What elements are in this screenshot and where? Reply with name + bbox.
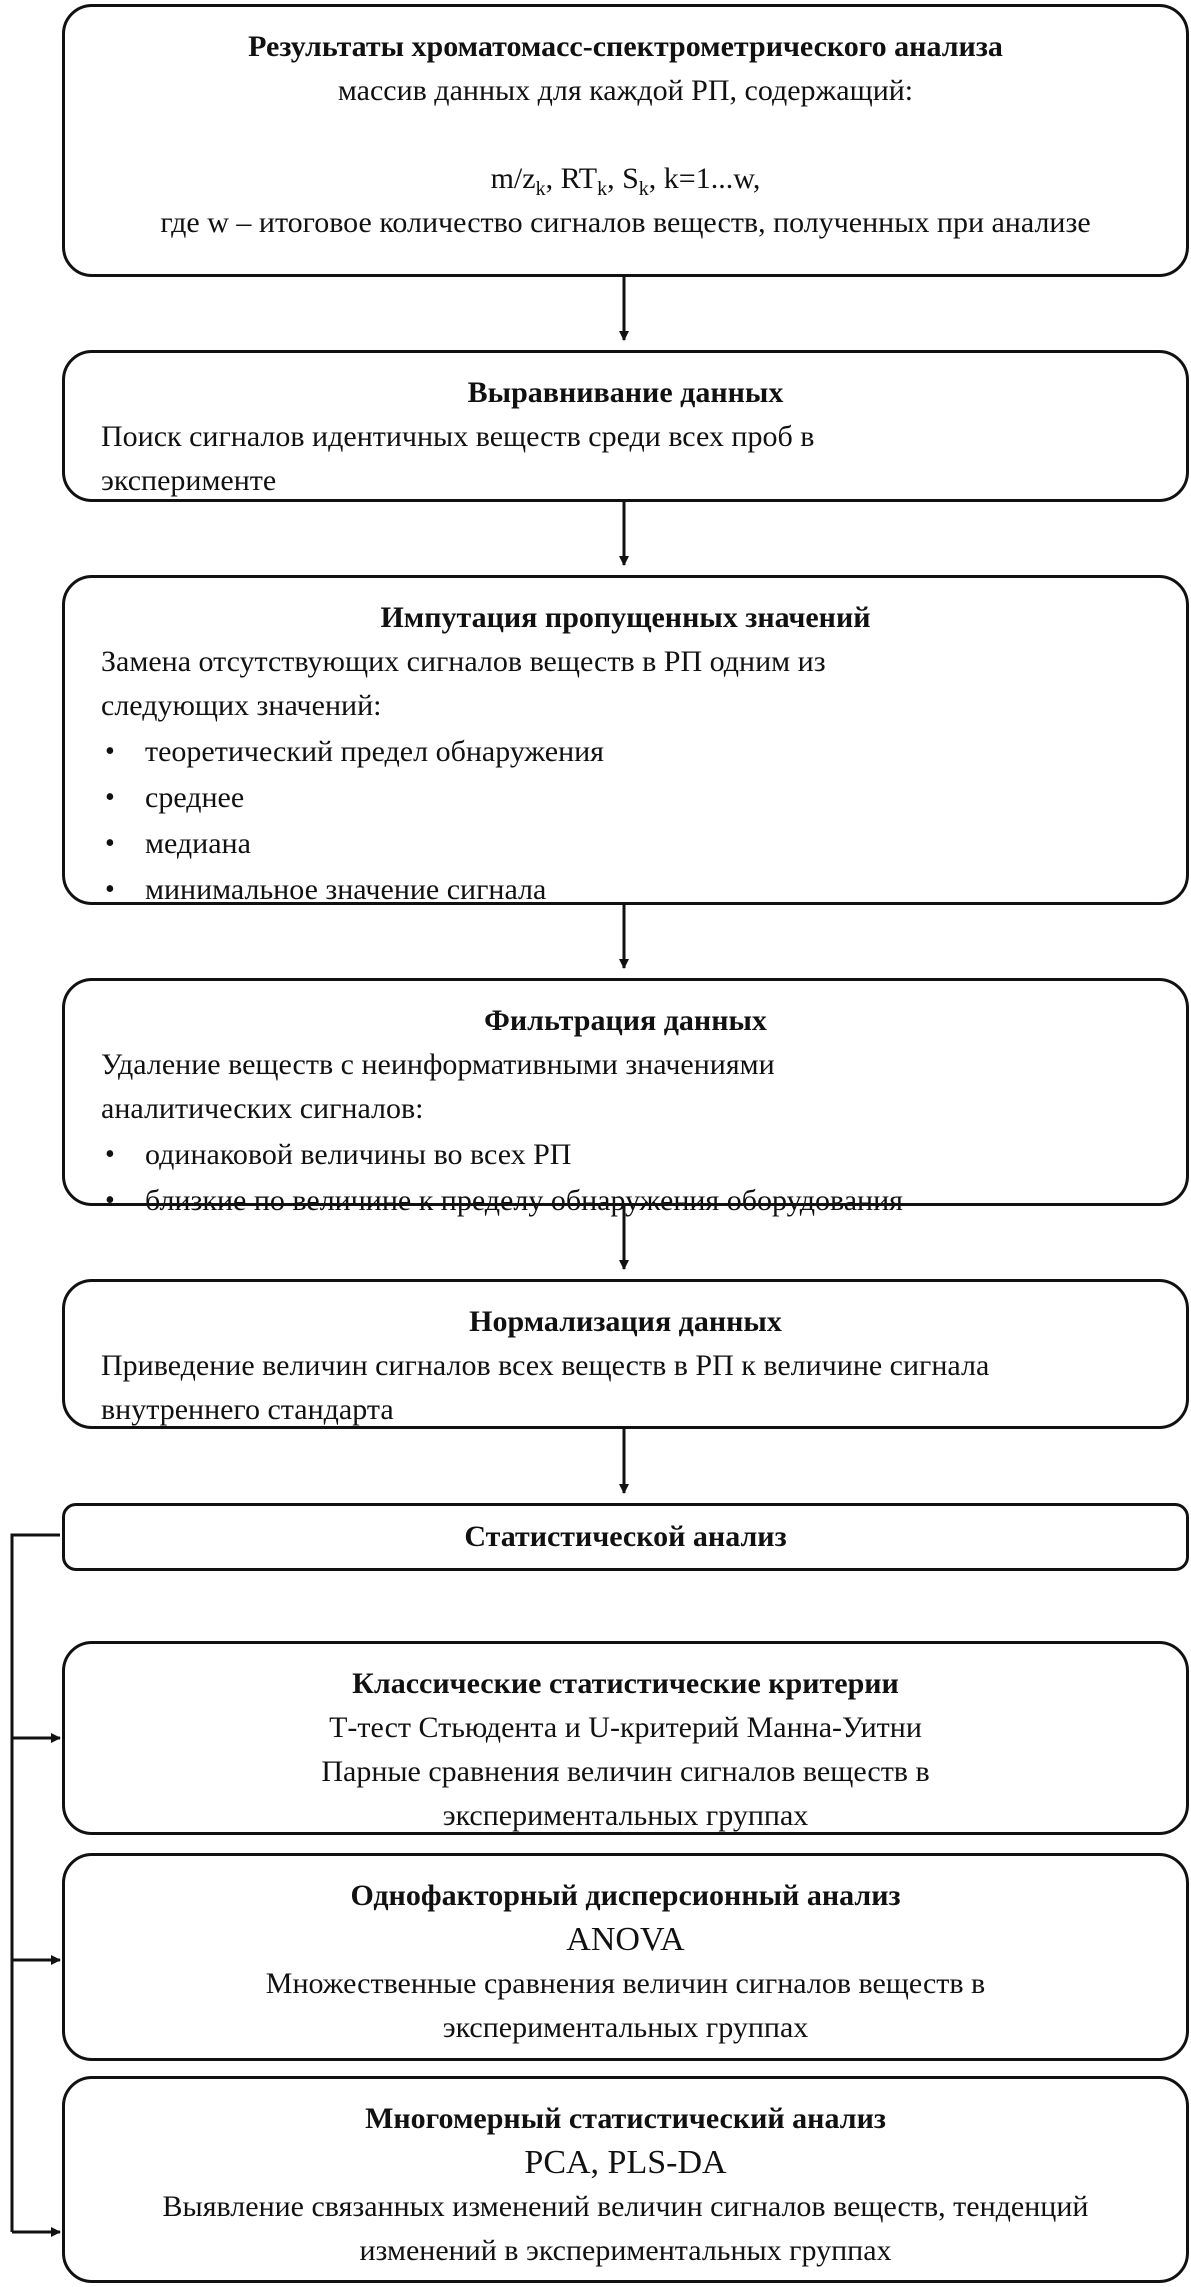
filtering-item: близкие по величине к пределу обнаружени… [101, 1179, 1150, 1223]
multivariate-box: Многомерный статистический анализ PCA, P… [62, 2076, 1189, 2283]
imputation-box: Импутация пропущенных значений Замена от… [62, 575, 1189, 912]
imputation-item: минимальное значение сигнала [101, 868, 1150, 912]
filtering-title: Фильтрация данных [484, 1004, 767, 1037]
anova-title: Однофакторный дисперсионный анализ [350, 1879, 901, 1912]
anova-box: Однофакторный дисперсионный анализ ANOVA… [62, 1853, 1189, 2061]
imputation-list: теоретический предел обнаружения среднее… [101, 730, 1150, 912]
results-title: Результаты хроматомасс-спектрометрическо… [248, 30, 1003, 63]
normalization-text: Приведение величин сигналов всех веществ… [101, 1349, 990, 1426]
classic-box: Классические статистические критерии Т-т… [62, 1641, 1189, 1835]
filtering-text: Удаление веществ с неинформативными знач… [101, 1048, 775, 1125]
filtering-item: одинаковой величины во всех РП [101, 1133, 1150, 1177]
multivariate-line2: Выявление связанных изменений величин си… [162, 2190, 1089, 2267]
classic-line2: Парные сравнения величин сигналов вещест… [321, 1755, 930, 1832]
multivariate-line1: PCA, PLS-DA [524, 2144, 727, 2181]
filtering-list: одинаковой величины во всех РП близкие п… [101, 1133, 1150, 1223]
anova-line1: ANOVA [566, 1921, 685, 1958]
imputation-item: медиана [101, 822, 1150, 866]
results-box: Результаты хроматомасс-спектрометрическо… [62, 4, 1189, 277]
classic-title: Классические статистические критерии [352, 1667, 899, 1700]
alignment-text: Поиск сигналов идентичных веществ среди … [101, 420, 815, 497]
results-line1: массив данных для каждой РП, содержащий: [337, 74, 914, 107]
multivariate-title: Многомерный статистический анализ [365, 2102, 886, 2135]
normalization-title: Нормализация данных [469, 1305, 782, 1338]
results-formula: m/zk, RTk, Sk, k=1...w, [490, 162, 761, 200]
statistical-box: Статистической анализ [62, 1503, 1189, 1571]
alignment-title: Выравнивание данных [467, 376, 784, 409]
imputation-item: теоретический предел обнаружения [101, 730, 1150, 774]
results-line2: где w – итоговое количество сигналов вещ… [160, 206, 1091, 239]
alignment-box: Выравнивание данных Поиск сигналов идент… [62, 350, 1189, 502]
imputation-title: Импутация пропущенных значений [380, 601, 871, 634]
normalization-box: Нормализация данных Приведение величин с… [62, 1279, 1189, 1429]
imputation-item: среднее [101, 776, 1150, 820]
classic-line1: Т-тест Стьюдента и U-критерий Манна-Уитн… [329, 1711, 922, 1744]
bracket-line [10, 1533, 60, 2232]
statistical-title: Статистической анализ [464, 1520, 787, 1553]
imputation-text: Замена отсутствующих сигналов веществ в … [101, 645, 826, 722]
filtering-box: Фильтрация данных Удаление веществ с неи… [62, 978, 1189, 1223]
anova-line2: Множественные сравнения величин сигналов… [265, 1967, 986, 2044]
